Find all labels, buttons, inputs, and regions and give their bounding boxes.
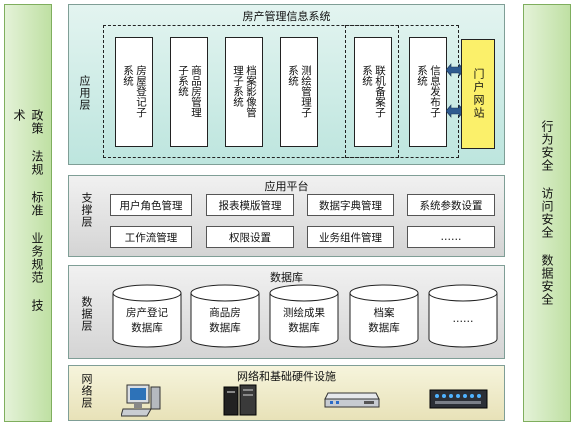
right-panel-text: 行为安全 访问安全 数据安全: [540, 120, 554, 306]
platform-module-box: 报表模版管理: [206, 194, 294, 216]
database-label-line2: 数据库: [368, 322, 400, 334]
shared-subsystems-group: [345, 25, 459, 158]
subsystem-box: 商品房管理子系统: [170, 37, 208, 147]
data-layer: 数据层 数据库 房产登记 数据库 商品房 数据库 测绘成果 数据库 档案 数据库: [68, 265, 505, 359]
application-layer: 应用层 房产管理信息系统 房屋登记子系统 商品房管理子系统 档案影像管理子系统 …: [68, 4, 505, 165]
database-icon: [269, 284, 339, 348]
left-policy-panel: 政策 法规 标准 业务规范 技术: [4, 4, 52, 422]
subsystem-label: 商品房管理子系统: [177, 65, 202, 118]
portal-connector-arrows: [446, 63, 464, 118]
platform-module-box: 系统参数设置: [407, 194, 495, 216]
data-layer-title: 数据库: [270, 271, 303, 284]
platform-module-label: 用户角色管理: [119, 199, 183, 212]
platform-module-label: 工作流管理: [124, 231, 178, 244]
platform-module-box: 工作流管理: [110, 226, 192, 248]
database-label-line1: 档案: [373, 307, 395, 319]
platform-module-box: 权限设置: [206, 226, 294, 248]
platform-module-label: 权限设置: [229, 231, 271, 244]
subsystem-box: 测绘管理子系统: [280, 37, 318, 147]
database-label-line2: 数据库: [209, 322, 241, 334]
database-label-line1: ……: [452, 313, 474, 325]
database-label-line1: 房产登记: [126, 307, 168, 319]
platform-module-box: 数据字典管理: [307, 194, 394, 216]
platform-module-label: ……: [440, 231, 462, 243]
subsystem-label: 房屋登记子系统: [122, 65, 147, 118]
platform-module-label: 系统参数设置: [419, 199, 483, 212]
database-icon: [428, 284, 498, 348]
computer-icon: [121, 384, 161, 417]
subsystem-label: 档案影像管理子系统: [232, 65, 257, 118]
double-arrow-icon: [446, 63, 464, 77]
database-icon: [190, 284, 260, 348]
platform-module-box: ……: [407, 226, 495, 248]
subsystem-label: 信息发布子系统: [416, 65, 441, 118]
portal-label: 门户网站: [472, 68, 485, 120]
subsystem-box: 联机备案子系统: [354, 37, 392, 147]
platform-module-label: 数据字典管理: [319, 199, 382, 212]
network-layer: 网络层 网络和基础硬件设施: [68, 365, 505, 421]
subsystem-box: 档案影像管理子系统: [225, 37, 263, 147]
left-panel-text: 政策 法规 标准 业务规范 技术: [12, 109, 44, 312]
subsystem-box: 信息发布子系统: [409, 37, 447, 147]
application-layer-title: 房产管理信息系统: [242, 10, 331, 23]
right-security-panel: 行为安全 访问安全 数据安全: [523, 4, 571, 422]
application-layer-label: 应用层: [78, 75, 91, 111]
database-label-line1: 测绘成果: [283, 307, 325, 319]
database-label-line2: 数据库: [131, 322, 163, 334]
platform-module-box: 业务组件管理: [307, 226, 394, 248]
subsystem-label: 测绘管理子系统: [287, 65, 312, 118]
platform-module-box: 用户角色管理: [110, 194, 192, 216]
network-layer-label: 网络层: [80, 373, 93, 409]
support-layer: 支撑层 应用平台 用户角色管理 报表模版管理 数据字典管理 系统参数设置 工作流…: [68, 175, 505, 257]
platform-module-label: 报表模版管理: [218, 199, 282, 212]
data-layer-label: 数据层: [80, 296, 93, 332]
support-layer-title: 应用平台: [264, 180, 309, 193]
database-cylinder: 商品房 数据库: [190, 284, 260, 348]
database-cylinder: 房产登记 数据库: [112, 284, 182, 348]
network-layer-title: 网络和基础硬件设施: [237, 370, 336, 383]
database-label-line2: 数据库: [288, 322, 320, 334]
platform-module-label: 业务组件管理: [319, 231, 382, 244]
router-icon: [324, 392, 380, 408]
core-subsystems-group: [103, 25, 399, 158]
double-arrow-icon: [446, 104, 464, 118]
subsystem-label: 联机备案子系统: [361, 65, 386, 118]
support-layer-label: 支撑层: [80, 192, 93, 228]
server-icon: [223, 384, 257, 416]
database-label-line1: 商品房: [209, 307, 241, 319]
database-icon: [349, 284, 419, 348]
database-cylinder: 测绘成果 数据库: [269, 284, 339, 348]
subsystem-box: 房屋登记子系统: [115, 37, 153, 147]
database-cylinder: 档案 数据库: [349, 284, 419, 348]
switch-icon: [429, 389, 488, 409]
database-icon: [112, 284, 182, 348]
portal-website-box: 门户网站: [461, 39, 495, 149]
database-cylinder: ……: [428, 284, 498, 348]
